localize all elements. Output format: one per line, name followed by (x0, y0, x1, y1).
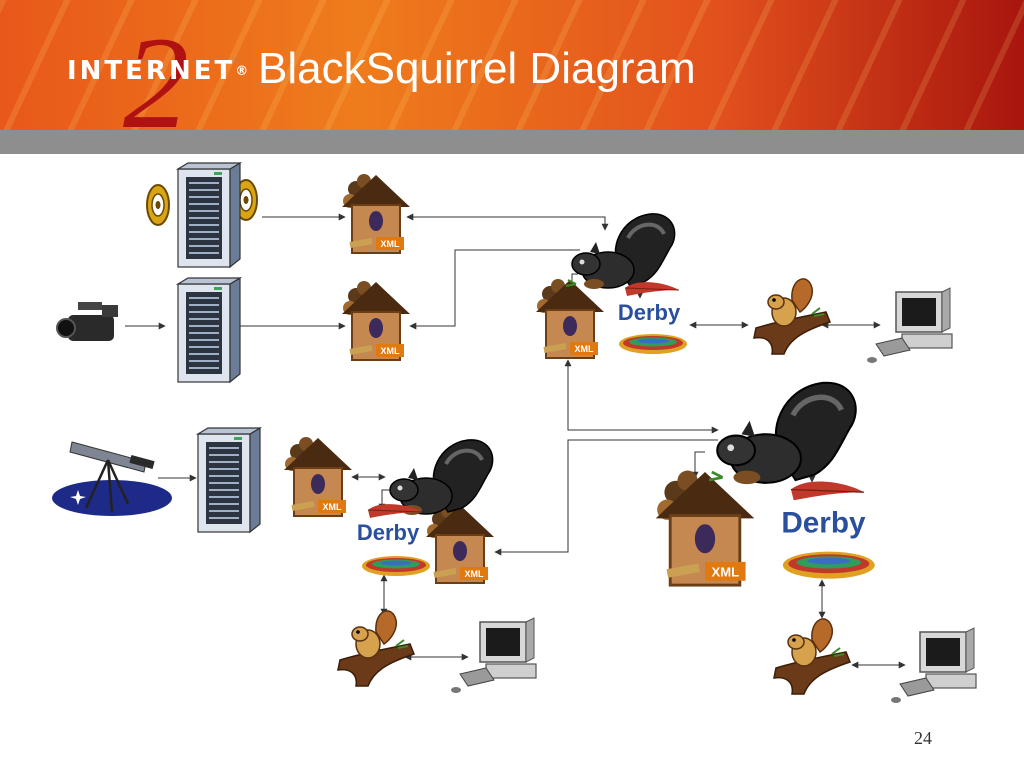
derby-label: Derby (357, 520, 420, 545)
logo-registered-mark: ® (235, 64, 252, 79)
derby-database-icon: Derby (781, 480, 876, 580)
xml-tag: XML (381, 346, 401, 356)
slide-title: BlackSquirrel Diagram (258, 44, 696, 93)
birdhouse-icon: XML (536, 279, 604, 358)
birdhouse-icon: XML (656, 471, 755, 586)
video-camera-icon (56, 302, 118, 341)
telescope-icon (52, 441, 172, 516)
derby-label: Derby (781, 507, 866, 540)
derby-database-icon: Derby (618, 281, 688, 355)
xml-tag: XML (712, 564, 740, 579)
black-squirrel-icon (564, 211, 677, 291)
black-squirrel-icon (709, 383, 856, 484)
birdhouse-icon: XML (426, 504, 494, 583)
derby-label: Derby (618, 300, 681, 325)
birdhouse-icon: XML (342, 174, 410, 253)
xml-tag: XML (381, 239, 401, 249)
title-banner (0, 0, 1024, 130)
server-tower-icon (197, 427, 261, 533)
brown-squirrel-icon (753, 277, 831, 355)
birdhouse-icon: XML (342, 281, 410, 360)
banner-pattern (0, 0, 1024, 130)
page-number: 24 (914, 728, 932, 748)
server-tower-icon (177, 162, 241, 268)
logo-text: INTERNET (67, 56, 236, 86)
brown-squirrel-icon (337, 609, 415, 687)
birdhouse-icon: XML (284, 437, 352, 516)
xml-tag: XML (323, 502, 343, 512)
xml-tag: XML (575, 344, 595, 354)
computer-workstation-icon (450, 617, 537, 694)
logo-wordmark: INTERNET® (67, 56, 251, 86)
xml-tag: XML (465, 569, 485, 579)
derby-database-icon: Derby (357, 503, 431, 577)
internet2-logo: 2 INTERNET® (55, 17, 255, 149)
banner-divider-bar (0, 130, 1024, 154)
brown-squirrel-icon (773, 617, 851, 695)
black-squirrel-icon (382, 437, 495, 517)
logo-numeral: 2 (123, 9, 189, 156)
server-tower-icon (177, 277, 241, 383)
